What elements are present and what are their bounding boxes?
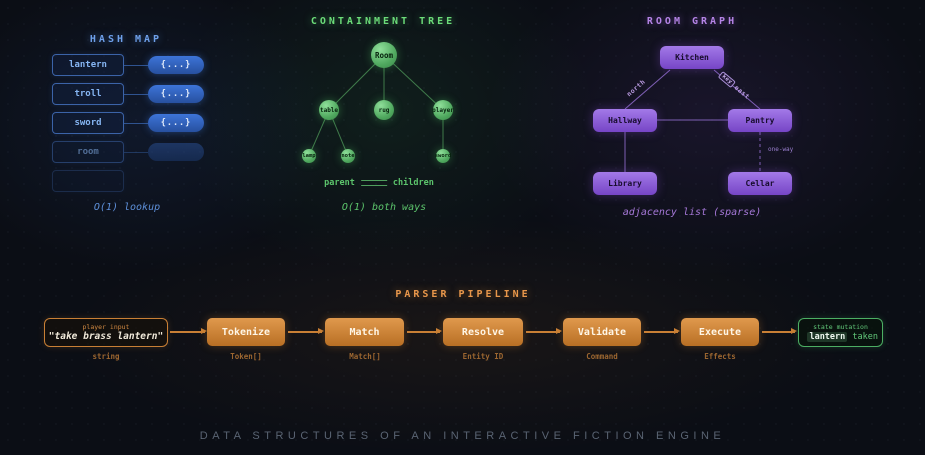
hash-link-line bbox=[124, 65, 148, 66]
hash-map-title: HASH MAP bbox=[89, 34, 163, 45]
parser-pipeline-section: PARSER PIPELINE player input "take brass… bbox=[30, 288, 900, 368]
hash-link-line bbox=[124, 94, 148, 95]
state-mutation-box: state mutation lantern taken bbox=[798, 318, 883, 347]
hash-map-caption: O(1) lookup bbox=[93, 202, 161, 213]
tree-node-note: note bbox=[341, 149, 355, 163]
edge-label-one-way: one-way bbox=[768, 146, 794, 153]
flow-arrow bbox=[762, 328, 797, 334]
hash-map-row: lantern {...} bbox=[40, 54, 220, 76]
hash-key-box: lantern bbox=[52, 54, 124, 76]
hash-value-pill-empty bbox=[148, 143, 204, 161]
tree-node-lamp: lamp bbox=[302, 149, 316, 163]
stage-execute: Execute bbox=[681, 318, 759, 346]
parser-pipeline-title: PARSER PIPELINE bbox=[395, 289, 531, 300]
hash-map-row-empty bbox=[40, 170, 220, 192]
tree-legend: parent children bbox=[324, 178, 434, 188]
tree-node-rug: rug bbox=[374, 100, 394, 120]
room-graph-section: ROOM GRAPH Kitchen Hallway Pantry Librar… bbox=[585, 12, 905, 227]
state-mutation-label: state mutation bbox=[813, 323, 868, 331]
room-node-cellar: Cellar bbox=[728, 172, 792, 195]
hash-key-label: troll bbox=[74, 89, 102, 99]
hash-key-label: room bbox=[77, 147, 99, 157]
tree-node-sword: sword bbox=[435, 149, 451, 163]
hash-map-section: HASH MAP lantern {...} troll {...} sword… bbox=[40, 30, 220, 225]
legend-parent-label: parent bbox=[324, 178, 355, 188]
stage-tokenize: Tokenize bbox=[207, 318, 285, 346]
hash-key-box-empty bbox=[52, 170, 124, 192]
flow-arrow bbox=[288, 328, 324, 334]
flow-arrow bbox=[407, 328, 442, 334]
player-input-label: player input bbox=[82, 323, 130, 331]
stage-match: Match bbox=[325, 318, 404, 346]
stage-validate: Validate bbox=[563, 318, 641, 346]
legend-children-label: children bbox=[392, 178, 434, 188]
room-node-pantry: Pantry bbox=[728, 109, 792, 132]
tree-node-room: Room bbox=[371, 42, 397, 68]
room-node-library: Library bbox=[593, 172, 657, 195]
state-mutation-value: lantern taken bbox=[807, 332, 878, 342]
mutation-state: taken bbox=[852, 332, 878, 342]
hash-value-pill: {...} bbox=[148, 85, 204, 103]
stage-execute-caption: Effects bbox=[704, 352, 736, 361]
tree-node-table: table bbox=[319, 100, 339, 120]
containment-tree-title: CONTAINMENT TREE bbox=[310, 16, 456, 27]
stage-tokenize-caption: Token[] bbox=[230, 352, 262, 361]
containment-tree-section: CONTAINMENT TREE Room table rug player l… bbox=[280, 12, 490, 222]
room-graph-caption: adjacency list (sparse) bbox=[622, 207, 762, 218]
hash-key-label: sword bbox=[74, 118, 102, 128]
hash-link-line bbox=[124, 123, 148, 124]
stage-match-caption: Match[] bbox=[349, 352, 381, 361]
hash-value-pill: {...} bbox=[148, 114, 204, 132]
double-line-icon bbox=[360, 180, 387, 186]
hash-key-box: troll bbox=[52, 83, 124, 105]
mutation-entity: lantern bbox=[807, 332, 848, 342]
footer-title: DATA STRUCTURES OF AN INTERACTIVE FICTIO… bbox=[199, 430, 726, 442]
hash-map-row-faded: room bbox=[40, 141, 220, 163]
stage-resolve-caption: Entity ID bbox=[462, 352, 504, 361]
hash-key-label: lantern bbox=[69, 60, 107, 70]
room-node-hallway: Hallway bbox=[593, 109, 657, 132]
player-input-box: player input "take brass lantern" bbox=[44, 318, 168, 347]
flow-arrow bbox=[644, 328, 680, 334]
flow-arrow bbox=[170, 328, 207, 334]
hash-key-box: sword bbox=[52, 112, 124, 134]
hash-link-line bbox=[124, 152, 148, 153]
flow-arrow bbox=[526, 328, 562, 334]
hash-map-row: sword {...} bbox=[40, 112, 220, 134]
hash-map-row: troll {...} bbox=[40, 83, 220, 105]
room-node-kitchen: Kitchen bbox=[660, 46, 724, 69]
input-caption: string bbox=[92, 352, 120, 361]
tree-node-player: player bbox=[432, 100, 454, 120]
stage-resolve: Resolve bbox=[443, 318, 523, 346]
player-input-value: "take brass lantern" bbox=[48, 331, 164, 342]
hash-key-box: room bbox=[52, 141, 124, 163]
room-graph-title: ROOM GRAPH bbox=[646, 16, 738, 27]
containment-tree-caption: O(1) both ways bbox=[341, 202, 427, 213]
stage-validate-caption: Command bbox=[586, 352, 618, 361]
hash-value-pill: {...} bbox=[148, 56, 204, 74]
